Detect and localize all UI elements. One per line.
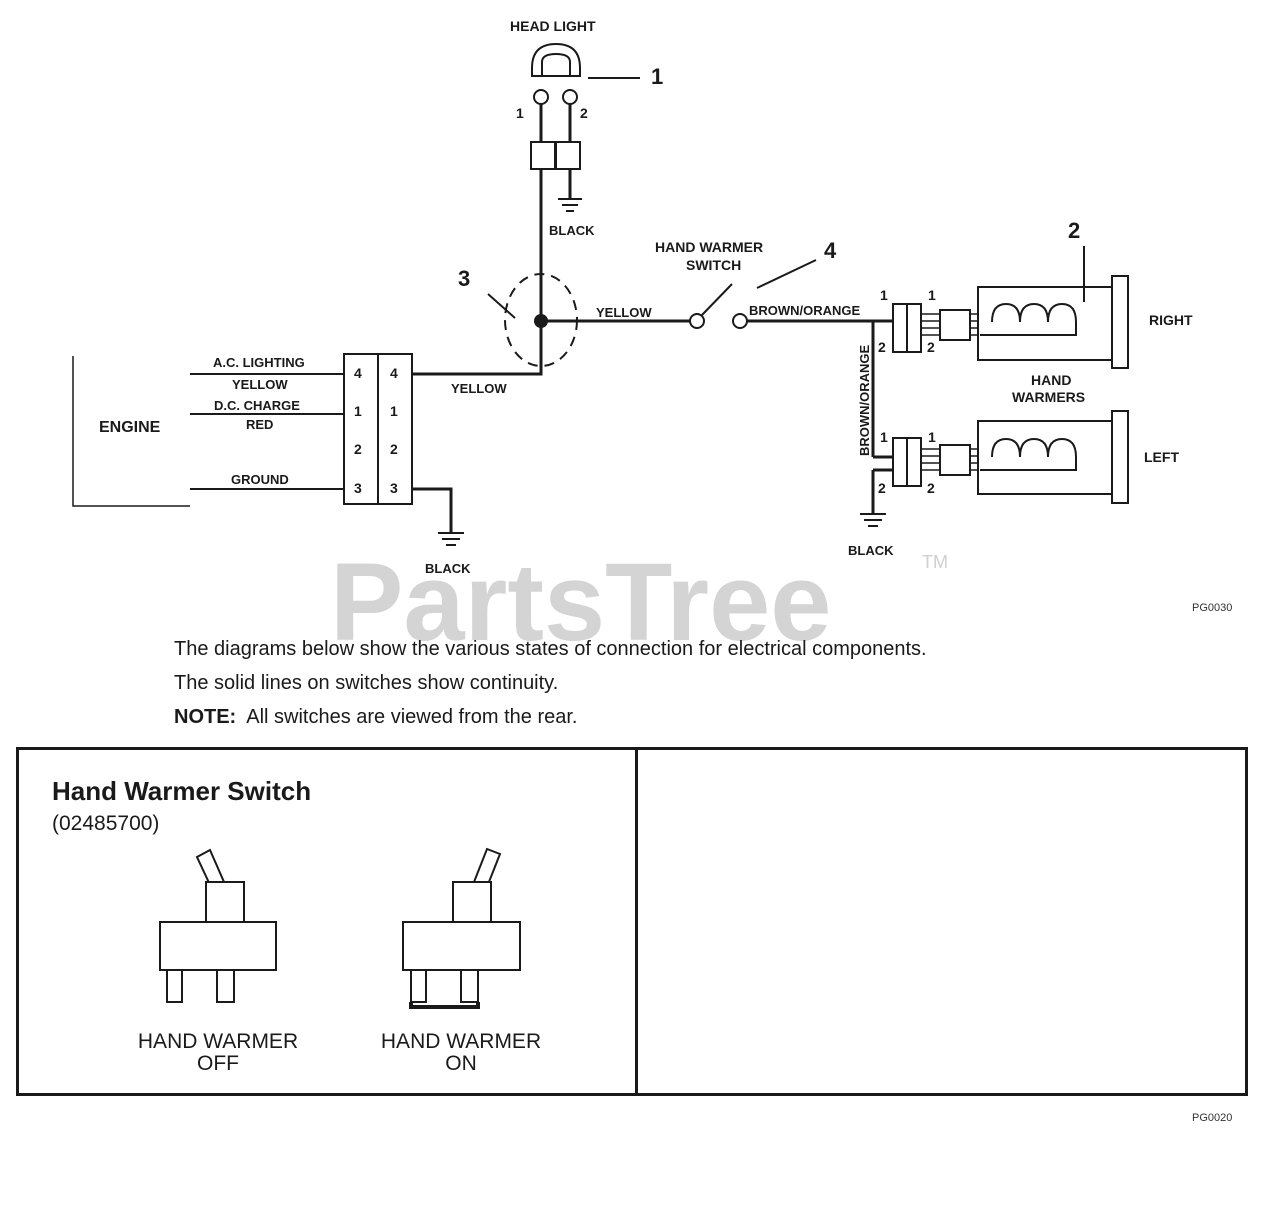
note-line-2: The solid lines on switches show continu… xyxy=(174,672,559,694)
left-hand-warmer-body xyxy=(977,420,1113,495)
brown-orange-vertical-label: BROWN/ORANGE xyxy=(857,344,872,456)
engine-ground-icon xyxy=(438,532,464,546)
left-conn-pin2-b: 2 xyxy=(927,480,935,496)
switch-on-caption-line-2: ON xyxy=(445,1052,477,1075)
conn-left-pin-4: 4 xyxy=(354,365,362,381)
watermark-partstree: PartsTree xyxy=(330,541,831,664)
switch-off-caption: HAND WARMER OFF xyxy=(108,1031,328,1075)
engine-ground-wire-label: BLACK xyxy=(425,561,471,576)
right-warmer-connector-b xyxy=(906,303,922,353)
left-warmer-connector-b xyxy=(906,437,922,487)
callout-4-leader xyxy=(756,259,817,289)
left-hand-warmer-grip xyxy=(1111,410,1129,504)
head-light-pin-1 xyxy=(533,89,549,105)
conn-right-pin-1: 1 xyxy=(390,403,398,419)
engine-connector-right xyxy=(377,353,413,505)
engine-label: ENGINE xyxy=(99,419,161,436)
switch-off-icon xyxy=(159,848,277,1003)
head-pin-1-label: 1 xyxy=(516,105,524,121)
conn-left-pin-3: 3 xyxy=(354,480,362,496)
head-ground-wire-label: BLACK xyxy=(549,223,595,238)
notes-block: The diagrams below show the various stat… xyxy=(174,632,927,734)
hand-warmers-label-1: HAND xyxy=(1031,372,1071,388)
dc-red-wire-label: RED xyxy=(246,417,273,432)
switch-lever xyxy=(701,283,733,316)
left-conn-pin1-b: 1 xyxy=(928,429,936,445)
switch-states-panel xyxy=(16,747,1248,1096)
head-light-pin-2 xyxy=(562,89,578,105)
brown-orange-horizontal-label: BROWN/ORANGE xyxy=(749,303,861,318)
note-label: NOTE: xyxy=(174,706,237,728)
conn-right-pin-4: 4 xyxy=(390,365,398,381)
head-light-connector-left xyxy=(530,141,556,170)
conn-left-pin-1: 1 xyxy=(354,403,362,419)
left-heating-coil-icon xyxy=(980,437,1077,471)
right-hand-warmer-body xyxy=(977,286,1113,361)
right-warmer-connector-a xyxy=(892,303,908,353)
head-pin-2-label: 2 xyxy=(580,105,588,121)
callout-1: 1 xyxy=(651,64,663,89)
head-light-label: HEAD LIGHT xyxy=(510,18,596,34)
callout-2: 2 xyxy=(1068,218,1080,243)
left-label: LEFT xyxy=(1144,449,1179,465)
right-heating-coil-icon xyxy=(980,302,1077,336)
conn-right-pin-3: 3 xyxy=(390,480,398,496)
warmer-ground-wire-label: BLACK xyxy=(848,543,894,558)
switch-on-caption: HAND WARMER ON xyxy=(351,1031,571,1075)
head-light-bulb-icon xyxy=(531,42,581,77)
ac-yellow-wire-label: YELLOW xyxy=(232,377,288,392)
switch-on-icon xyxy=(402,847,521,1009)
switch-off-caption-line-1: HAND WARMER xyxy=(137,1030,299,1053)
hand-warmers-label-2: WARMERS xyxy=(1012,389,1085,405)
right-hand-warmer-grip xyxy=(1111,275,1129,369)
right-wire-clamp xyxy=(939,309,971,341)
switch-panel-title: Hand Warmer Switch xyxy=(52,776,312,806)
dc-charge-label: D.C. CHARGE xyxy=(214,398,300,413)
watermark-tm: TM xyxy=(922,552,948,572)
left-warmer-connector-a xyxy=(892,437,908,487)
head-light-ground-icon xyxy=(558,198,582,212)
switch-part-number: (02485700) xyxy=(52,812,160,835)
right-label: RIGHT xyxy=(1149,312,1193,328)
main-yellow-label: YELLOW xyxy=(451,381,507,396)
engine-outline xyxy=(72,356,190,507)
hand-warmer-switch-label-1: HAND WARMER xyxy=(655,239,763,255)
left-conn-pin2-a: 2 xyxy=(878,480,886,496)
switch-yellow-label: YELLOW xyxy=(596,305,652,320)
note-line-1: The diagrams below show the various stat… xyxy=(174,638,927,660)
note-text: All switches are viewed from the rear. xyxy=(246,706,578,728)
head-light-connector-right xyxy=(555,141,581,170)
left-wire-clamp xyxy=(939,444,971,476)
right-conn-pin1-b: 1 xyxy=(928,287,936,303)
panel-divider xyxy=(635,747,638,1096)
conn-right-pin-2: 2 xyxy=(390,441,398,457)
right-conn-pin2-b: 2 xyxy=(927,339,935,355)
callout-3-leader xyxy=(487,293,516,319)
conn-left-pin-2: 2 xyxy=(354,441,362,457)
hand-warmer-switch-label-2: SWITCH xyxy=(686,257,741,273)
ground-label: GROUND xyxy=(231,472,289,487)
switch-off-caption-line-2: OFF xyxy=(197,1052,239,1075)
switch-contact-left xyxy=(689,313,705,329)
note-line-3: NOTE: All switches are viewed from the r… xyxy=(174,700,927,734)
ac-lighting-label: A.C. LIGHTING xyxy=(213,355,305,370)
right-conn-pin2-a: 2 xyxy=(878,339,886,355)
diagram-code-top: PG0030 xyxy=(1192,602,1232,614)
wiring-diagram: PartsTree TM HEAD LIGHT 1 1 2 BLACK 3 YE… xyxy=(72,18,1232,664)
callout-4: 4 xyxy=(824,238,837,263)
right-conn-pin1-a: 1 xyxy=(880,287,888,303)
switch-contact-right xyxy=(732,313,748,329)
diagram-code-bottom: PG0020 xyxy=(1192,1112,1233,1124)
switch-state-drawings xyxy=(159,847,521,1009)
switch-on-caption-line-1: HAND WARMER xyxy=(380,1030,542,1053)
warmer-ground-icon xyxy=(860,513,886,527)
left-conn-pin1-a: 1 xyxy=(880,429,888,445)
continuity-line xyxy=(409,1002,480,1009)
callout-3: 3 xyxy=(458,266,470,291)
